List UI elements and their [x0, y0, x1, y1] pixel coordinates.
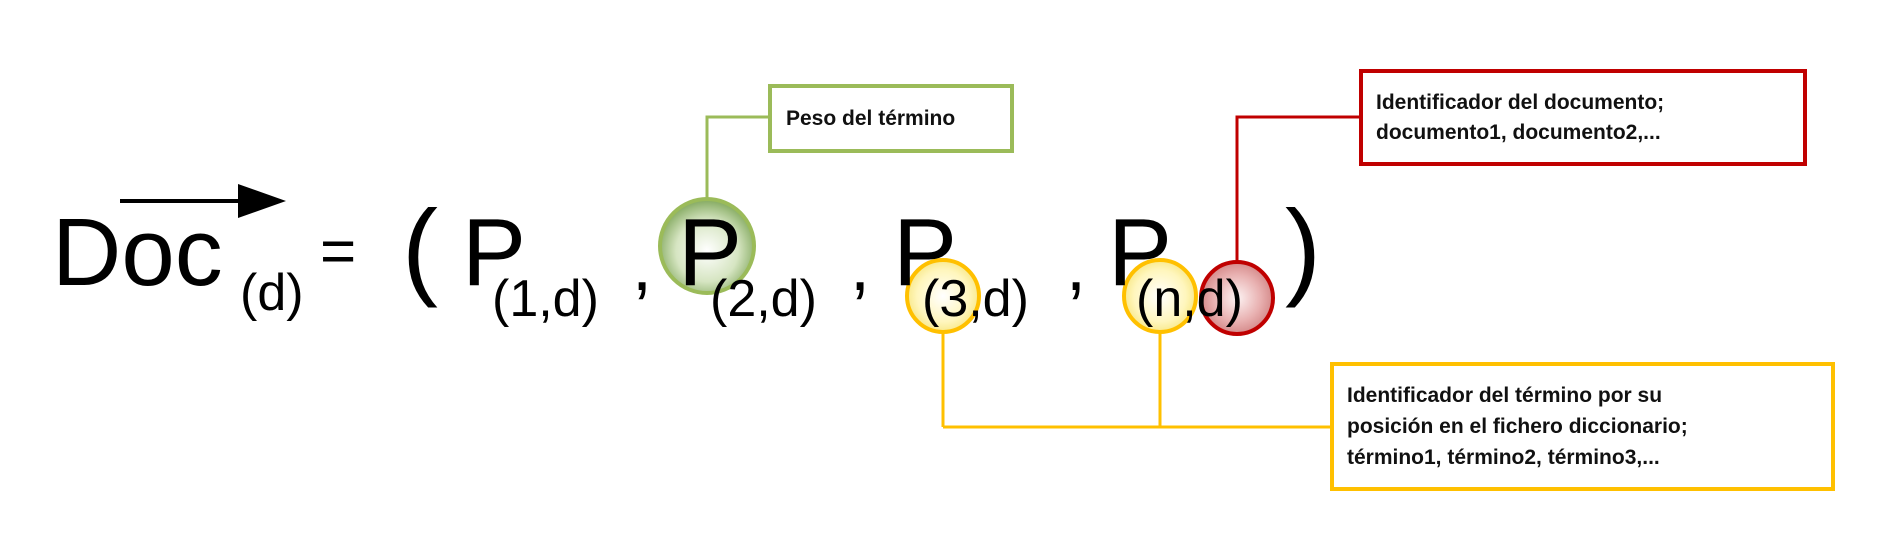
weight-connector-line: [705, 115, 770, 199]
formula-open-paren: (: [402, 187, 438, 308]
term-3-symbol: P: [893, 199, 957, 306]
document-connector-line: [1235, 115, 1361, 261]
weight-callout: Peso del término: [768, 84, 1014, 153]
term-2-symbol: P: [678, 199, 742, 306]
document-callout-line-2: documento1, documento2,...: [1376, 121, 1661, 144]
term-n-subscript: (n,d): [1136, 270, 1243, 328]
term-1-symbol: P: [462, 199, 526, 306]
formula: Doc (d) = ( P (1,d) , P (2,d) , P (3,d) …: [52, 184, 1321, 328]
term-callout-line-1: Identificador del término por su: [1347, 384, 1662, 407]
highlight-circles: [658, 197, 1275, 336]
formula-close-paren: ): [1285, 187, 1321, 308]
term-callout-box: [1330, 362, 1835, 491]
formula-equals: =: [320, 217, 356, 286]
term-callout-line-2: posición en el fichero diccionario;: [1347, 415, 1688, 438]
weight-callout-box: [768, 84, 1014, 153]
connectors: [705, 115, 1361, 429]
document-highlight-circle: [1199, 260, 1275, 336]
comma-1: ,: [632, 226, 652, 306]
comma-3: ,: [1066, 226, 1086, 306]
term-2-subscript: (2,d): [710, 270, 817, 328]
term-highlight-circle-3: [905, 258, 981, 334]
weight-highlight-circle: [658, 197, 756, 295]
term-3-subscript: (3,d): [922, 270, 1029, 328]
comma-2: ,: [850, 226, 870, 306]
term-1-subscript: (1,d): [492, 270, 599, 328]
formula-main: Doc: [52, 199, 223, 306]
formula-main-subscript: (d): [240, 264, 304, 322]
term-n-symbol: P: [1108, 199, 1172, 306]
document-callout-box: [1359, 69, 1807, 166]
term-callout-line-3: término1, término2, término3,...: [1347, 446, 1660, 469]
term-callout: Identificador del término por su posició…: [1330, 362, 1835, 491]
document-callout-line-1: Identificador del documento;: [1376, 91, 1664, 114]
document-callout: Identificador del documento; documento1,…: [1359, 69, 1807, 166]
weight-callout-text: Peso del término: [786, 107, 955, 130]
vector-arrow-icon: [120, 184, 286, 218]
term-highlight-circle-n: [1122, 258, 1198, 334]
